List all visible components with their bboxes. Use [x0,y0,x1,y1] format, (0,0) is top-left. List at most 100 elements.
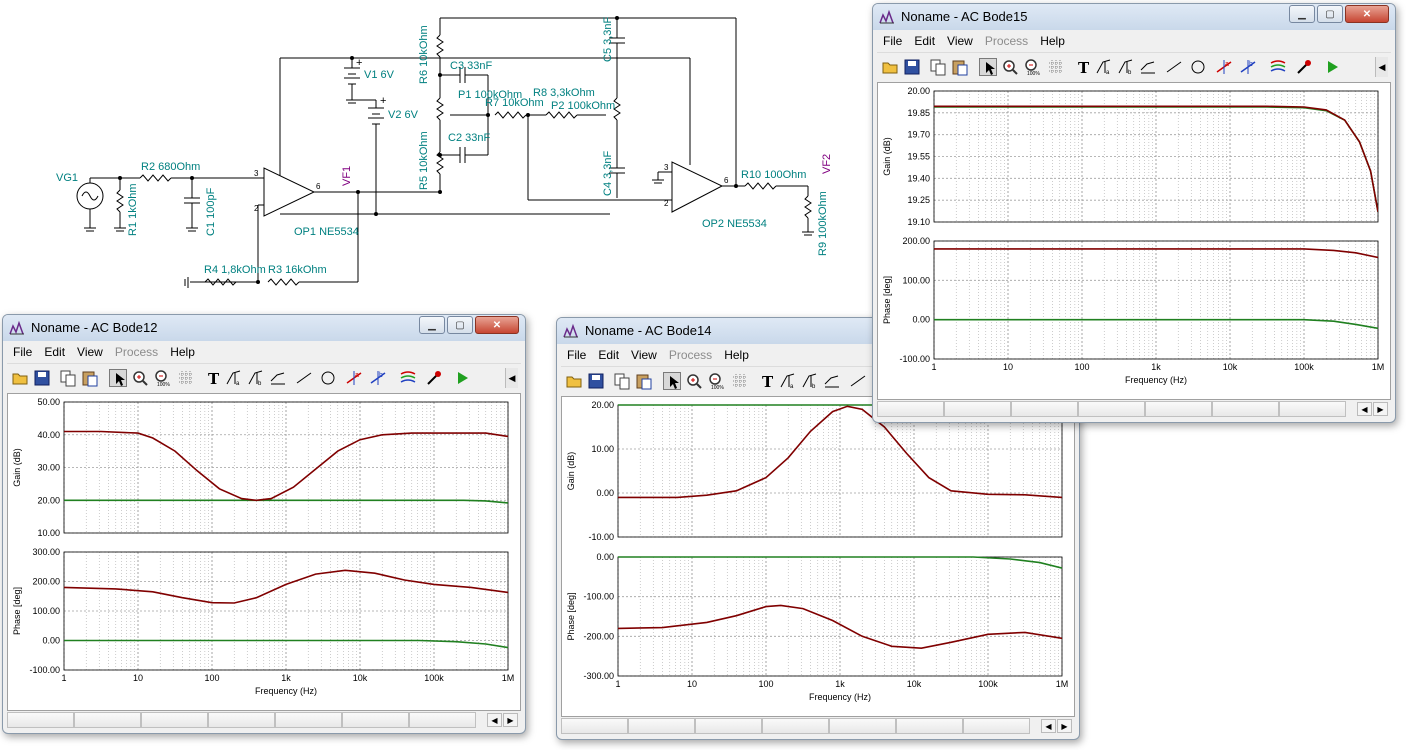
paste-button[interactable] [81,369,99,387]
marker-a-icon: a [346,371,362,385]
menu-edit[interactable]: Edit [44,345,66,359]
zoom-in-button[interactable] [131,369,149,387]
svg-text:T: T [762,373,774,390]
marker-a-button[interactable]: a [345,369,363,387]
menu-view[interactable]: View [77,345,103,359]
maximize-button[interactable]: ▢ [1317,5,1343,23]
label-v2: V2 6V [388,109,419,121]
marker-a-button[interactable]: a [1215,58,1233,76]
gain-curve-green [64,499,508,504]
close-button[interactable]: ✕ [475,316,519,334]
curves-button[interactable] [1269,58,1287,76]
copy-button[interactable] [613,372,631,390]
schematic-labels: VG1 R2 680Ohm R1 1kOhm C1 100pF V1 6V V2… [56,16,833,276]
save-disk-button[interactable] [903,58,921,76]
save-disk-button[interactable] [587,372,605,390]
scroll-left-button[interactable]: ◀ [1041,719,1056,733]
cursor-a-button[interactable]: a [779,372,797,390]
cursor-a-button[interactable]: a [1095,58,1113,76]
text-tool-button[interactable]: T [759,372,777,390]
circle-tool-button[interactable] [1189,58,1207,76]
scroll-left-button[interactable]: ◀ [487,713,502,727]
svg-text:a: a [790,384,794,390]
text-tool-button[interactable]: T [1075,58,1093,76]
bode-window-bode15[interactable]: Noname - AC Bode15 ▁ ▢ ✕ File Edit View Pro… [872,3,1396,423]
marker-b-button[interactable]: b [369,369,387,387]
status-cell [877,401,944,417]
toolbar-scroll-left-button[interactable]: ◀ [1375,57,1388,77]
menu-process[interactable]: Process [114,345,159,359]
pick-color-button[interactable] [425,369,443,387]
cursor-ab-button[interactable] [269,369,287,387]
menu-view[interactable]: View [631,348,657,362]
copy-button[interactable] [929,58,947,76]
grid-button[interactable] [731,372,749,390]
zoom-in-button[interactable] [685,372,703,390]
open-folder-button[interactable] [11,369,29,387]
circle-tool-button[interactable] [319,369,337,387]
run-button[interactable] [1323,58,1341,76]
menu-file[interactable]: File [567,348,587,362]
title-bar[interactable]: Noname - AC Bode12 ▁ ▢ ✕ [3,315,525,341]
menu-edit[interactable]: Edit [914,34,936,48]
line-tool-button[interactable] [849,372,867,390]
minimize-button[interactable]: ▁ [1289,5,1315,23]
zoom-in-button[interactable] [1001,58,1019,76]
curves-button[interactable] [399,369,417,387]
paste-button[interactable] [635,372,653,390]
menu-help[interactable]: Help [724,348,749,362]
line-tool-button[interactable] [295,369,313,387]
scroll-right-button[interactable]: ▶ [503,713,518,727]
grid-button[interactable] [1047,58,1065,76]
line-tool-button[interactable] [1165,58,1183,76]
zoom-100-button[interactable]: 100% [1023,58,1041,76]
paste-button[interactable] [951,58,969,76]
minimize-button[interactable]: ▁ [419,316,445,334]
cursor-a-button[interactable]: a [225,369,243,387]
menu-file[interactable]: File [13,345,33,359]
text-tool-button[interactable]: T [205,369,223,387]
maximize-button[interactable]: ▢ [447,316,473,334]
pick-color-button[interactable] [1295,58,1313,76]
grid-button[interactable] [177,369,195,387]
cursor-b-button[interactable]: b [247,369,265,387]
cursor-b-button[interactable]: b [1117,58,1135,76]
menu-process[interactable]: Process [984,34,1029,48]
label-r5: R5 10kOhm [418,131,430,190]
marker-b-button[interactable]: b [1239,58,1257,76]
pointer-arrow-button[interactable] [979,58,997,76]
x-tick-label: 1 [931,362,936,372]
toolbar-scroll-left-button[interactable]: ◀ [505,368,518,388]
menu-help[interactable]: Help [170,345,195,359]
zoom-100-button[interactable]: 100% [153,369,171,387]
scroll-right-button[interactable]: ▶ [1373,402,1388,416]
run-icon [1328,61,1338,73]
zoom-100-button[interactable]: 100% [707,372,725,390]
save-disk-button[interactable] [33,369,51,387]
scroll-right-button[interactable]: ▶ [1057,719,1072,733]
open-folder-button[interactable] [881,58,899,76]
scroll-left-button[interactable]: ◀ [1357,402,1372,416]
menu-help[interactable]: Help [1040,34,1065,48]
cursor-ab-button[interactable] [823,372,841,390]
open-folder-button[interactable] [565,372,583,390]
marker-a-icon: a [1216,60,1232,74]
menu-view[interactable]: View [947,34,973,48]
pointer-arrow-button[interactable] [663,372,681,390]
copy-button[interactable] [59,369,77,387]
run-button[interactable] [453,369,471,387]
bode-window-bode12[interactable]: Noname - AC Bode12 ▁ ▢ ✕ File Edit View Pro… [2,314,526,734]
title-bar[interactable]: Noname - AC Bode15 ▁ ▢ ✕ [873,4,1395,30]
menu-edit[interactable]: Edit [598,348,620,362]
status-bar: ◀▶ [7,712,521,728]
pointer-arrow-button[interactable] [109,369,127,387]
menu-process[interactable]: Process [668,348,713,362]
close-button[interactable]: ✕ [1345,5,1389,23]
cursor-b-button[interactable]: b [801,372,819,390]
menu-file[interactable]: File [883,34,903,48]
cursor-ab-button[interactable] [1139,58,1157,76]
